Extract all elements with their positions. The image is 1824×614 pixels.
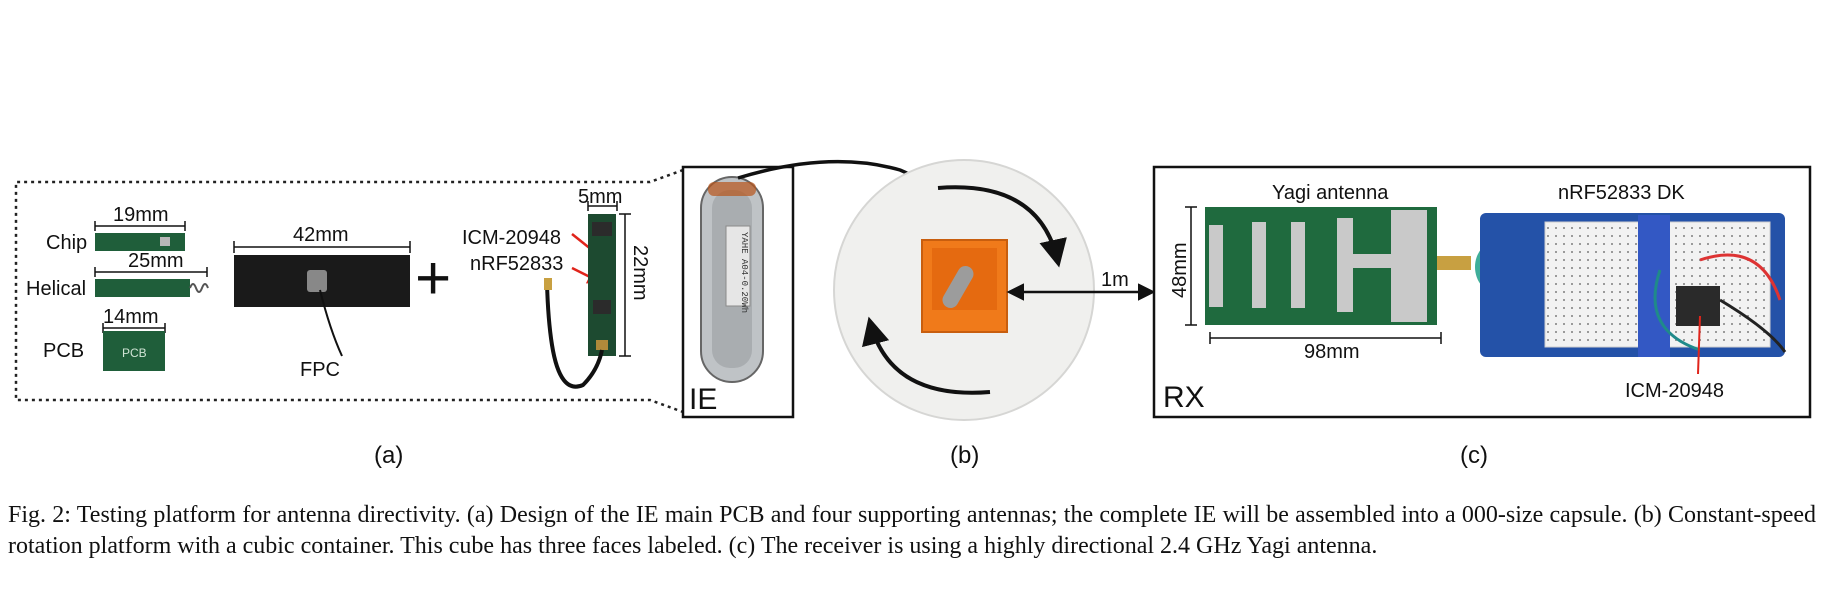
helical-coil bbox=[189, 283, 209, 293]
fpc-dim-label: 42mm bbox=[293, 224, 349, 246]
helical-label: Helical bbox=[26, 278, 86, 300]
main-pcb-board bbox=[588, 214, 616, 356]
chip-antenna-board bbox=[95, 233, 185, 251]
panel-a: Chip 19mm Helical 25mm PCB 14mm PCB 42mm bbox=[14, 168, 684, 414]
helical-antenna-board bbox=[95, 279, 190, 297]
fpc-label: FPC bbox=[300, 359, 340, 381]
chip-label: Chip bbox=[46, 232, 87, 254]
rotation-arrow-bottom bbox=[862, 316, 991, 395]
wire-teal bbox=[1653, 269, 1701, 352]
pcb-label: PCB bbox=[43, 340, 84, 362]
wire-dark bbox=[1719, 298, 1787, 353]
length-dim-label: 22mm bbox=[629, 245, 651, 301]
imu-label-c: ICM-20948 bbox=[1625, 380, 1724, 402]
width-dim-label-c: 98mm bbox=[1304, 341, 1360, 363]
ie-label: IE bbox=[689, 383, 717, 416]
fpc-pointer bbox=[319, 289, 343, 357]
sub-label-c: (c) bbox=[1460, 442, 1488, 469]
panel-ie: YAHE A04-0.20Wh IE bbox=[681, 165, 795, 419]
chip-dim-label: 19mm bbox=[113, 204, 169, 226]
cube-capsule bbox=[942, 266, 974, 308]
plus-sign: + bbox=[415, 244, 451, 313]
yagi-elements bbox=[1209, 210, 1427, 322]
antenna-label: Yagi antenna bbox=[1272, 182, 1389, 204]
sub-label-b: (b) bbox=[950, 442, 980, 469]
capsule-print: YAHE A04-0.20Wh bbox=[739, 232, 749, 313]
pcb-dim-label: 14mm bbox=[103, 306, 159, 328]
helical-dim-label: 25mm bbox=[128, 250, 184, 272]
distance-label: 1m bbox=[1101, 269, 1129, 291]
pcb-antenna-board bbox=[103, 331, 165, 371]
dk-label: nRF52833 DK bbox=[1558, 182, 1685, 204]
mcu-label-a: nRF52833 bbox=[470, 253, 563, 275]
rx-label: RX bbox=[1163, 381, 1205, 414]
wire-red bbox=[1699, 253, 1782, 301]
coax-cable bbox=[545, 282, 604, 389]
figure-canvas: Chip 19mm Helical 25mm PCB 14mm PCB 42mm bbox=[14, 159, 1812, 421]
rotation-arrow-top bbox=[937, 185, 1067, 268]
panel-b: 1m bbox=[833, 159, 1156, 421]
imu-label-a: ICM-20948 bbox=[462, 227, 561, 249]
sub-label-a: (a) bbox=[374, 442, 404, 469]
sma-connector bbox=[1437, 256, 1471, 270]
fpc-connector bbox=[307, 270, 327, 292]
width-dim-label: 5mm bbox=[578, 186, 622, 208]
height-dim-label: 48mm bbox=[1169, 242, 1191, 298]
zoom-outline bbox=[14, 168, 684, 414]
panel-c: Yagi antenna nRF52833 DK 48mm 98mm bbox=[1152, 165, 1812, 419]
imu-breakout bbox=[1676, 286, 1720, 326]
svg-text:PCB: PCB bbox=[122, 346, 147, 360]
imu-red-pointer bbox=[1697, 315, 1701, 375]
blue-tape bbox=[1638, 215, 1670, 357]
figure-caption: Fig. 2: Testing platform for antenna dir… bbox=[8, 502, 1816, 559]
